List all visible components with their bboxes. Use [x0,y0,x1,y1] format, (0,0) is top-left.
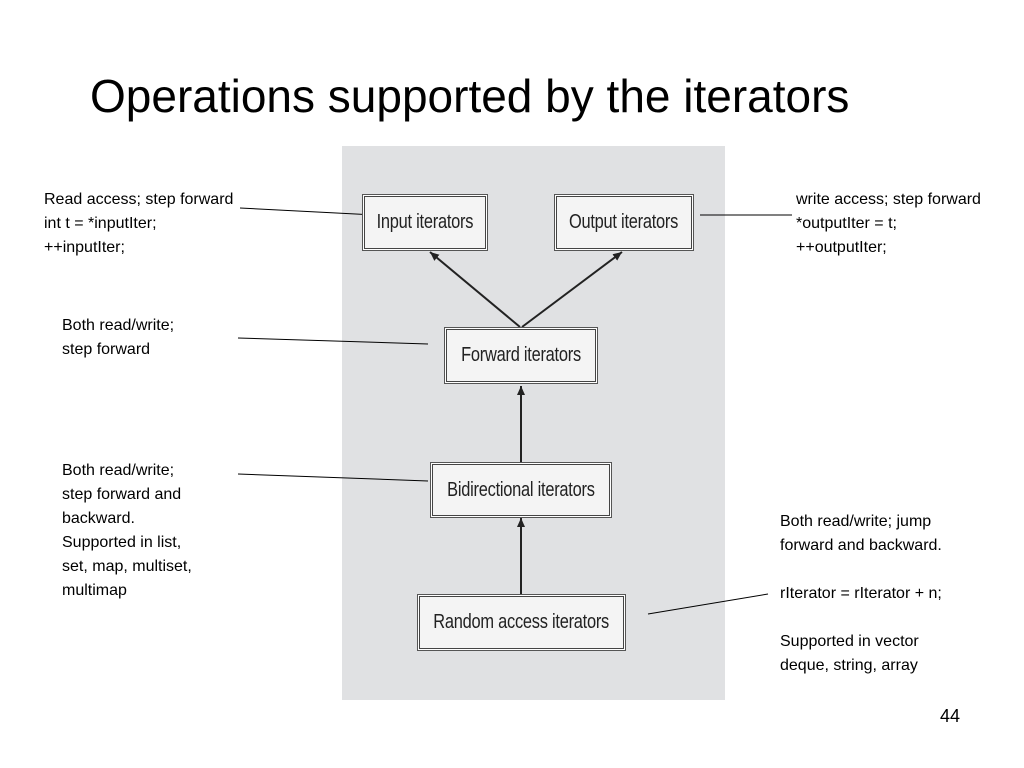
arrow-forward-to-output [521,251,623,328]
node-output-iterators: Output iterators [556,196,692,249]
node-random-access-iterators: Random access iterators [419,596,624,649]
note-forward: Both read/write; step forward [62,317,175,358]
node-bidirectional-iterators: Bidirectional iterators [432,464,610,516]
note-output: write access; step forward *outputIter =… [796,191,981,256]
leader-forward [237,337,429,345]
slide-title: Operations supported by the iterators [90,70,850,122]
note-bidirectional: Both read/write; step forward and backwa… [62,462,192,599]
leader-input [239,207,376,216]
leader-random [647,593,769,615]
note-input: Read access; step forward int t = *input… [44,191,234,256]
node-forward-iterators: Forward iterators [446,329,596,382]
note-random: Both read/write; jump forward and backwa… [780,513,942,674]
node-input-iterators: Input iterators [364,196,486,249]
leader-bidirectional [237,473,429,482]
arrow-forward-to-input [429,251,521,328]
page-number: 44 [940,706,961,726]
